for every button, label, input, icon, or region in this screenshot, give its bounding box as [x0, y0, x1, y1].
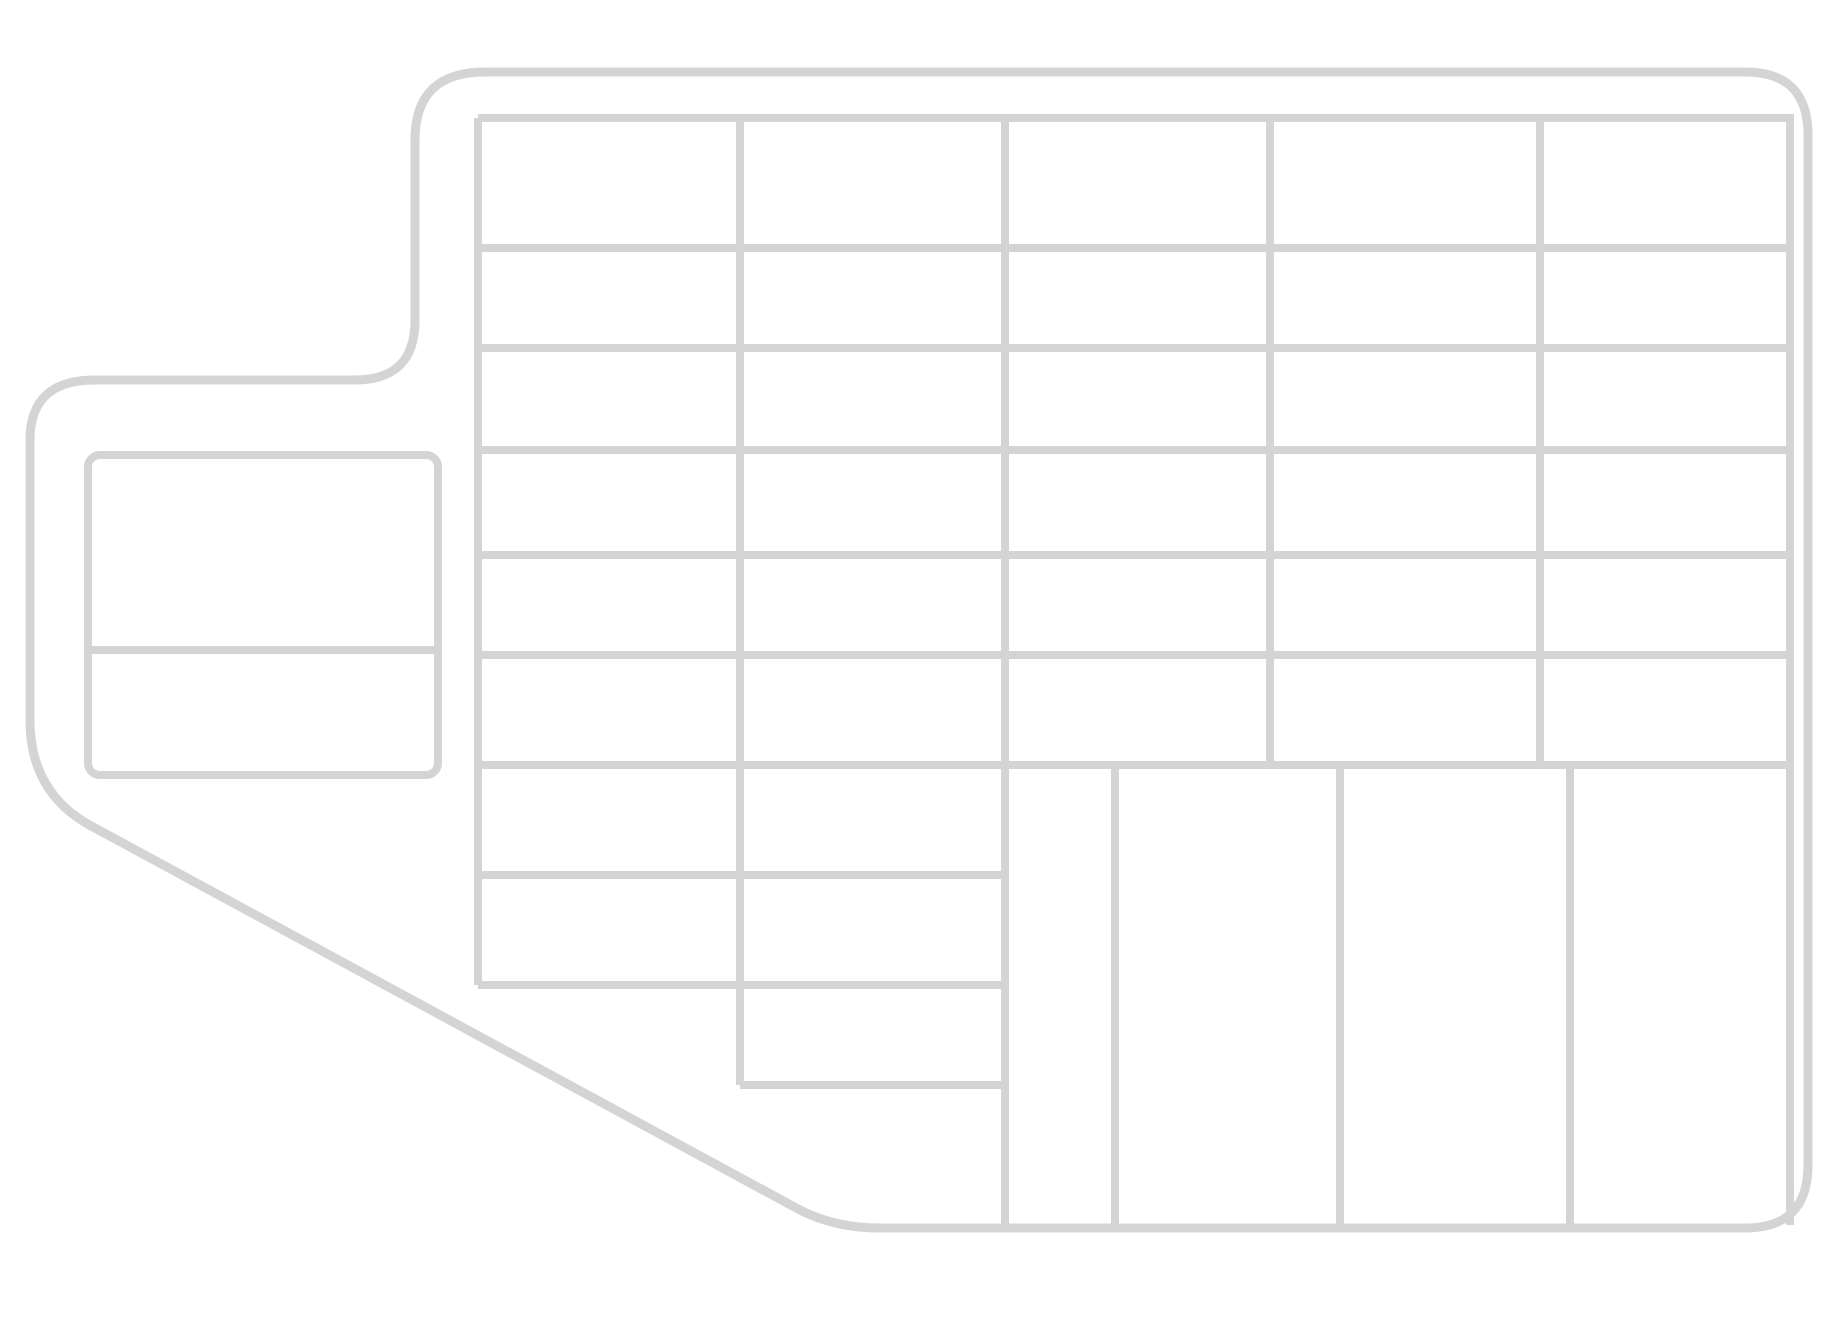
fuse-panel-inner-outline	[478, 114, 1794, 1218]
fuse-box-outline	[25, 67, 1813, 1233]
side-panel-box	[84, 451, 442, 779]
fuse-grid	[474, 118, 1794, 1225]
